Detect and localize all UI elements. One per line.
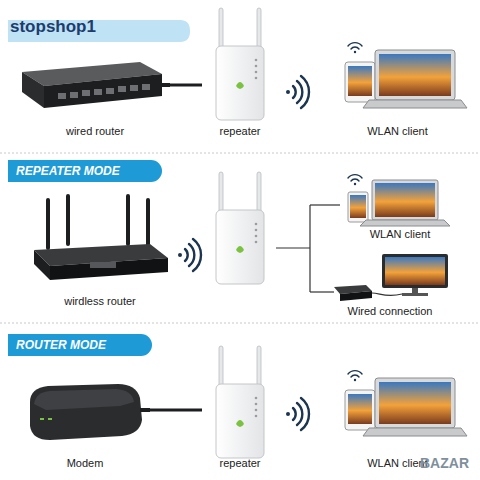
watermark: stopshop1: [10, 17, 96, 37]
device-node: wired router: [20, 50, 170, 138]
wifi-symbol: [348, 175, 362, 186]
device-node: repeater: [202, 8, 278, 138]
device-label: WLAN client: [370, 228, 431, 241]
mode-tab: ROUTER MODE: [8, 334, 152, 356]
separator: [0, 153, 480, 154]
cable-line: [150, 409, 202, 412]
device-node: wirdless router: [30, 190, 170, 308]
repeater-icon: [216, 346, 264, 458]
wifi-symbol: [286, 76, 309, 108]
device-label: WLAN client: [367, 457, 428, 470]
device-label: wired router: [66, 125, 124, 138]
device-label: WLAN client: [367, 125, 428, 138]
modem-icon: [30, 384, 150, 440]
device-node: WLAN client: [340, 175, 460, 241]
mode-title: ROUTER MODE: [8, 334, 152, 356]
wifi-symbol: [286, 398, 309, 430]
device-node: Wired connection: [325, 252, 455, 318]
wifi-symbol: [348, 43, 362, 54]
device-label: Wired connection: [348, 305, 433, 318]
device-node: WLAN client: [330, 42, 465, 138]
device-label: repeater: [220, 457, 261, 470]
wire-bracket: [276, 205, 340, 292]
repeater-icon: [216, 172, 264, 284]
repeater-icon: [216, 8, 264, 120]
wifi-symbol: [348, 371, 362, 382]
watermark: BAZAR: [420, 455, 469, 471]
cable-line: [170, 84, 202, 87]
device-label: wirdless router: [64, 295, 136, 308]
monitor-icon: [334, 254, 448, 301]
mode-tab: [180, 20, 190, 42]
wireless-router-icon: [34, 194, 168, 280]
laptop-phone-icon: [345, 50, 467, 108]
laptop-phone-icon: [348, 180, 450, 226]
wired-router-icon: [22, 62, 170, 108]
separator: [0, 323, 480, 324]
mode-title: REPEATER MODE: [8, 160, 162, 182]
mode-tab: REPEATER MODE: [8, 160, 162, 182]
wifi-symbol: [178, 239, 201, 271]
device-label: Modem: [67, 457, 104, 470]
laptop-phone-icon: [345, 378, 467, 436]
device-node: Modem: [20, 380, 150, 470]
device-label: repeater: [220, 125, 261, 138]
device-node: repeater: [202, 345, 278, 470]
